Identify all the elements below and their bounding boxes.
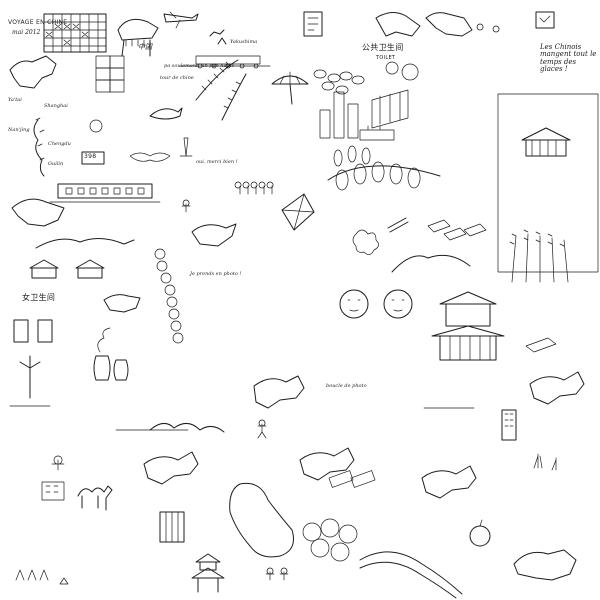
china-map-3 — [191, 223, 237, 247]
note-tour-de-chine: tour de chine — [160, 75, 194, 81]
note-prenez-photo: Je prends en photo ! — [190, 271, 242, 277]
face-right — [383, 289, 413, 319]
china-map-2 — [11, 198, 65, 227]
note-chinese-ice-cream: Les Chinois mangent tout le temps des gl… — [540, 43, 597, 74]
china-map-5 — [253, 375, 305, 409]
mountains-left — [35, 238, 135, 249]
rain-panel — [497, 93, 599, 273]
temple-drawing — [431, 291, 505, 361]
note-boucle-photo: boucle de photo — [326, 383, 367, 389]
train-long — [49, 183, 161, 203]
label-zhongguo: 中国 — [138, 43, 152, 51]
label-toilet: TOILET — [376, 55, 396, 61]
grain-stalks — [195, 59, 247, 121]
label-public-toilet: 公共卫生间 — [362, 43, 404, 52]
journal-title-line1: VOYAGE EN CHINE — [8, 19, 68, 26]
china-map-7 — [529, 371, 585, 405]
ribbon-drawing — [359, 551, 463, 595]
flower-drawing — [352, 229, 379, 255]
city-guilin: Guilin — [48, 161, 64, 167]
china-map-4 — [143, 451, 199, 485]
city-nanjing: Nan'jing — [8, 127, 30, 133]
city-chengdu: Chengdu — [48, 141, 71, 147]
houses-row — [29, 259, 105, 279]
door-icon-2 — [37, 319, 53, 343]
bird-drawing — [149, 107, 183, 120]
face-left — [339, 289, 369, 319]
china-map-6 — [421, 465, 477, 499]
cloud-group — [302, 518, 358, 562]
door-icon-1 — [13, 319, 29, 343]
note-pa-soulement: pa soulement, un pan hauts — [164, 63, 235, 69]
island-drawing — [229, 482, 294, 558]
city-shanghai: Shanghai — [44, 103, 68, 109]
umbrella-drawing — [271, 71, 309, 105]
bubble-trail — [154, 248, 184, 344]
river-drawing — [33, 119, 45, 177]
mountains-right — [391, 254, 471, 273]
label-women-toilet: 女卫生间 — [22, 293, 56, 302]
camel-drawing — [77, 485, 113, 511]
hopscotch — [95, 55, 125, 93]
price-tag: 398 — [84, 153, 97, 160]
bar-shapes — [319, 91, 359, 139]
airplane-drawing — [163, 11, 199, 29]
calendar-grid — [43, 13, 107, 53]
china-map-9 — [513, 549, 577, 581]
china-map-8 — [299, 447, 355, 481]
journal-title-line2: mai 2012 — [12, 29, 41, 36]
piano-drawing — [117, 18, 159, 57]
note-yakushima: Yakushima — [230, 39, 258, 45]
china-map-1 — [9, 55, 57, 89]
pagoda-drawing — [191, 553, 225, 593]
sign-box-top — [303, 11, 323, 37]
note-oui-merci: oui, merci bien ! — [196, 159, 238, 165]
grape-branch — [327, 145, 441, 191]
city-yantai: Ya'tai — [8, 97, 22, 103]
fruit-drawing — [469, 525, 491, 547]
